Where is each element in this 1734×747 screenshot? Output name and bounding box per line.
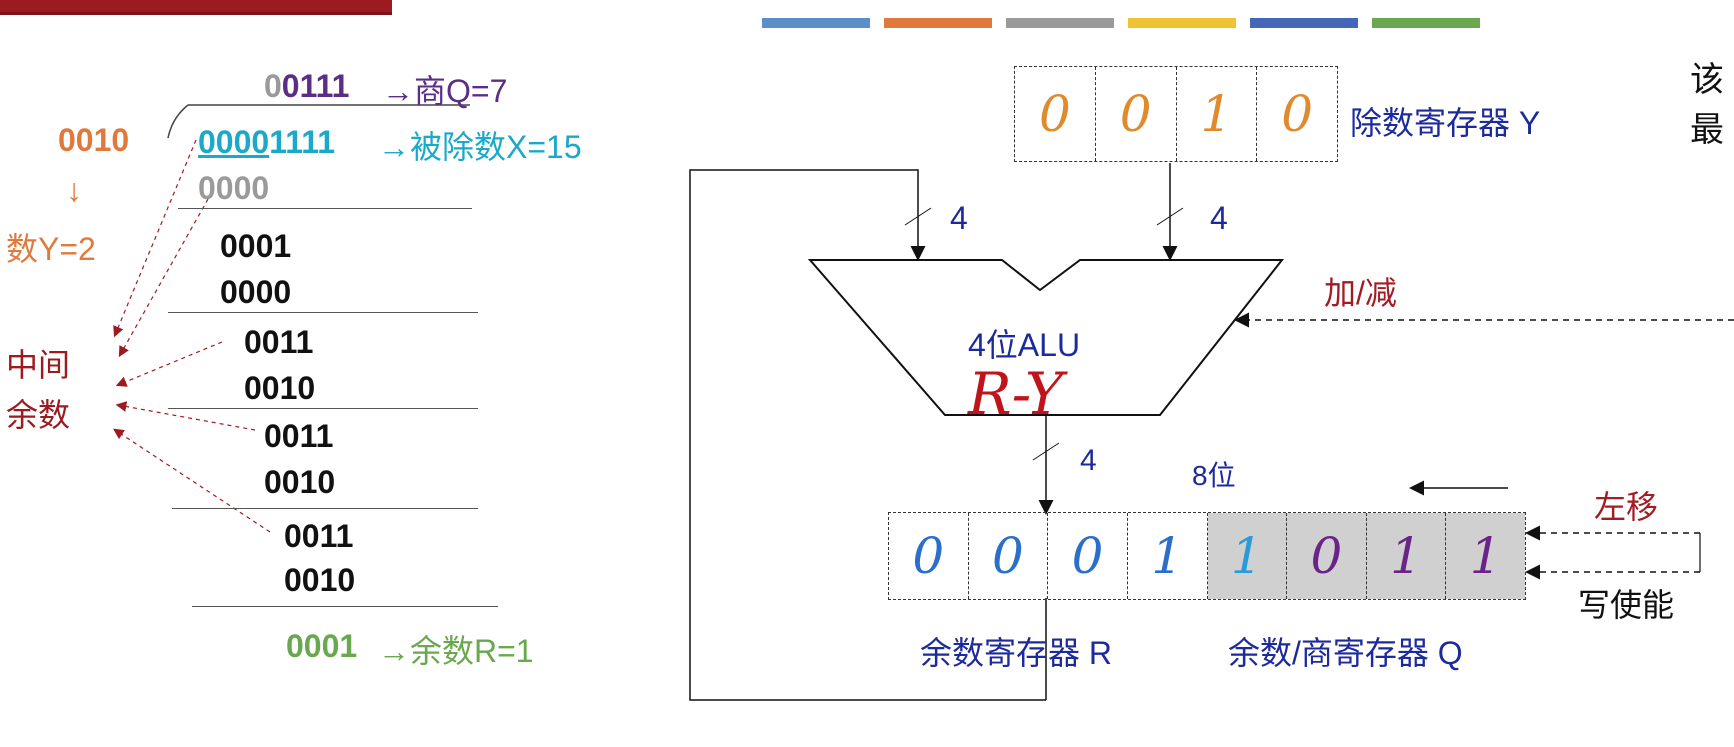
quotient-register-label: 余数/商寄存器 Q: [1228, 635, 1463, 671]
color-strip: [762, 18, 1482, 30]
strip-segment-gray: [1006, 18, 1114, 28]
alu-label: 4位ALU: [968, 327, 1081, 363]
division-rule: [192, 606, 498, 607]
divisor-label: 数Y=2: [6, 231, 96, 267]
divisor-register-cell: 0: [1281, 85, 1314, 143]
shift-label: 左移: [1594, 489, 1659, 525]
strip-segment-blue: [762, 18, 870, 28]
divisor-register: 0 0 1 0: [1014, 66, 1338, 162]
divisor-register-cell: 0: [1015, 67, 1096, 161]
strip-segment-navy: [1250, 18, 1358, 28]
middle-remainder-label-2: 余数: [6, 397, 71, 433]
quotient-register-cell: 1: [1207, 513, 1288, 599]
remainder-quotient-register: 0 0 0 1 1 0 1 1: [888, 512, 1526, 600]
division-step-8: 0010: [284, 562, 356, 598]
bus-width-left: 4: [950, 200, 968, 236]
remainder-register-cell: 1: [1128, 513, 1208, 599]
remainder-bits: 0001: [286, 628, 358, 664]
divisor-register-label: 除数寄存器 Y: [1350, 105, 1541, 141]
divisor-bits: 0010: [58, 122, 130, 158]
title-banner: [0, 0, 392, 15]
bus-width-right: 4: [1210, 200, 1228, 236]
remainder-register-cell: 0: [889, 513, 969, 599]
remainder-register-label: 余数寄存器 R: [920, 635, 1113, 671]
dividend-label: →被除数X=15: [378, 129, 582, 165]
remainder-label: →余数R=1: [378, 633, 534, 669]
add-sub-label: 加/减: [1324, 275, 1397, 311]
division-rule: [178, 208, 472, 209]
division-step-4: 0010: [244, 370, 316, 406]
dividend-bits: 00001111: [198, 124, 336, 160]
division-step-3: 0011: [244, 324, 314, 360]
quotient-bits: 00111: [264, 68, 350, 104]
bus-width-out: 4: [1080, 444, 1097, 477]
middle-remainder-label-1: 中间: [6, 347, 71, 383]
division-step-1: 0001: [220, 228, 292, 264]
remainder-register-cell: 0: [969, 513, 1049, 599]
division-rule: [172, 508, 478, 509]
right-edge-text-1: 该: [1690, 61, 1724, 99]
divisor-arrow: ↓: [66, 172, 82, 208]
division-step-6: 0010: [264, 464, 336, 500]
quotient-register-cell: 0: [1287, 513, 1367, 599]
division-rule: [168, 408, 478, 409]
division-step-2: 0000: [220, 274, 292, 310]
bits-label: 8位: [1192, 460, 1236, 491]
right-edge-text-2: 最: [1690, 111, 1724, 149]
write-enable-label: 写使能: [1578, 587, 1675, 623]
divisor-register-cell: 1: [1177, 67, 1258, 161]
division-step-0: 0000: [198, 170, 270, 206]
remainder-register-cell: 0: [1048, 513, 1128, 599]
quotient-label: →商Q=7: [382, 73, 508, 109]
division-step-7: 0011: [284, 518, 354, 554]
strip-segment-green: [1372, 18, 1480, 28]
quotient-register-cell: 1: [1366, 513, 1447, 599]
division-step-5: 0011: [264, 418, 334, 454]
divisor-register-cell: 0: [1096, 67, 1177, 161]
alu-handwritten-note: R-Y: [968, 360, 1064, 428]
strip-segment-orange: [884, 18, 992, 28]
division-rule: [168, 312, 478, 313]
quotient-register-cell: 1: [1446, 513, 1525, 599]
strip-segment-yellow: [1128, 18, 1236, 28]
